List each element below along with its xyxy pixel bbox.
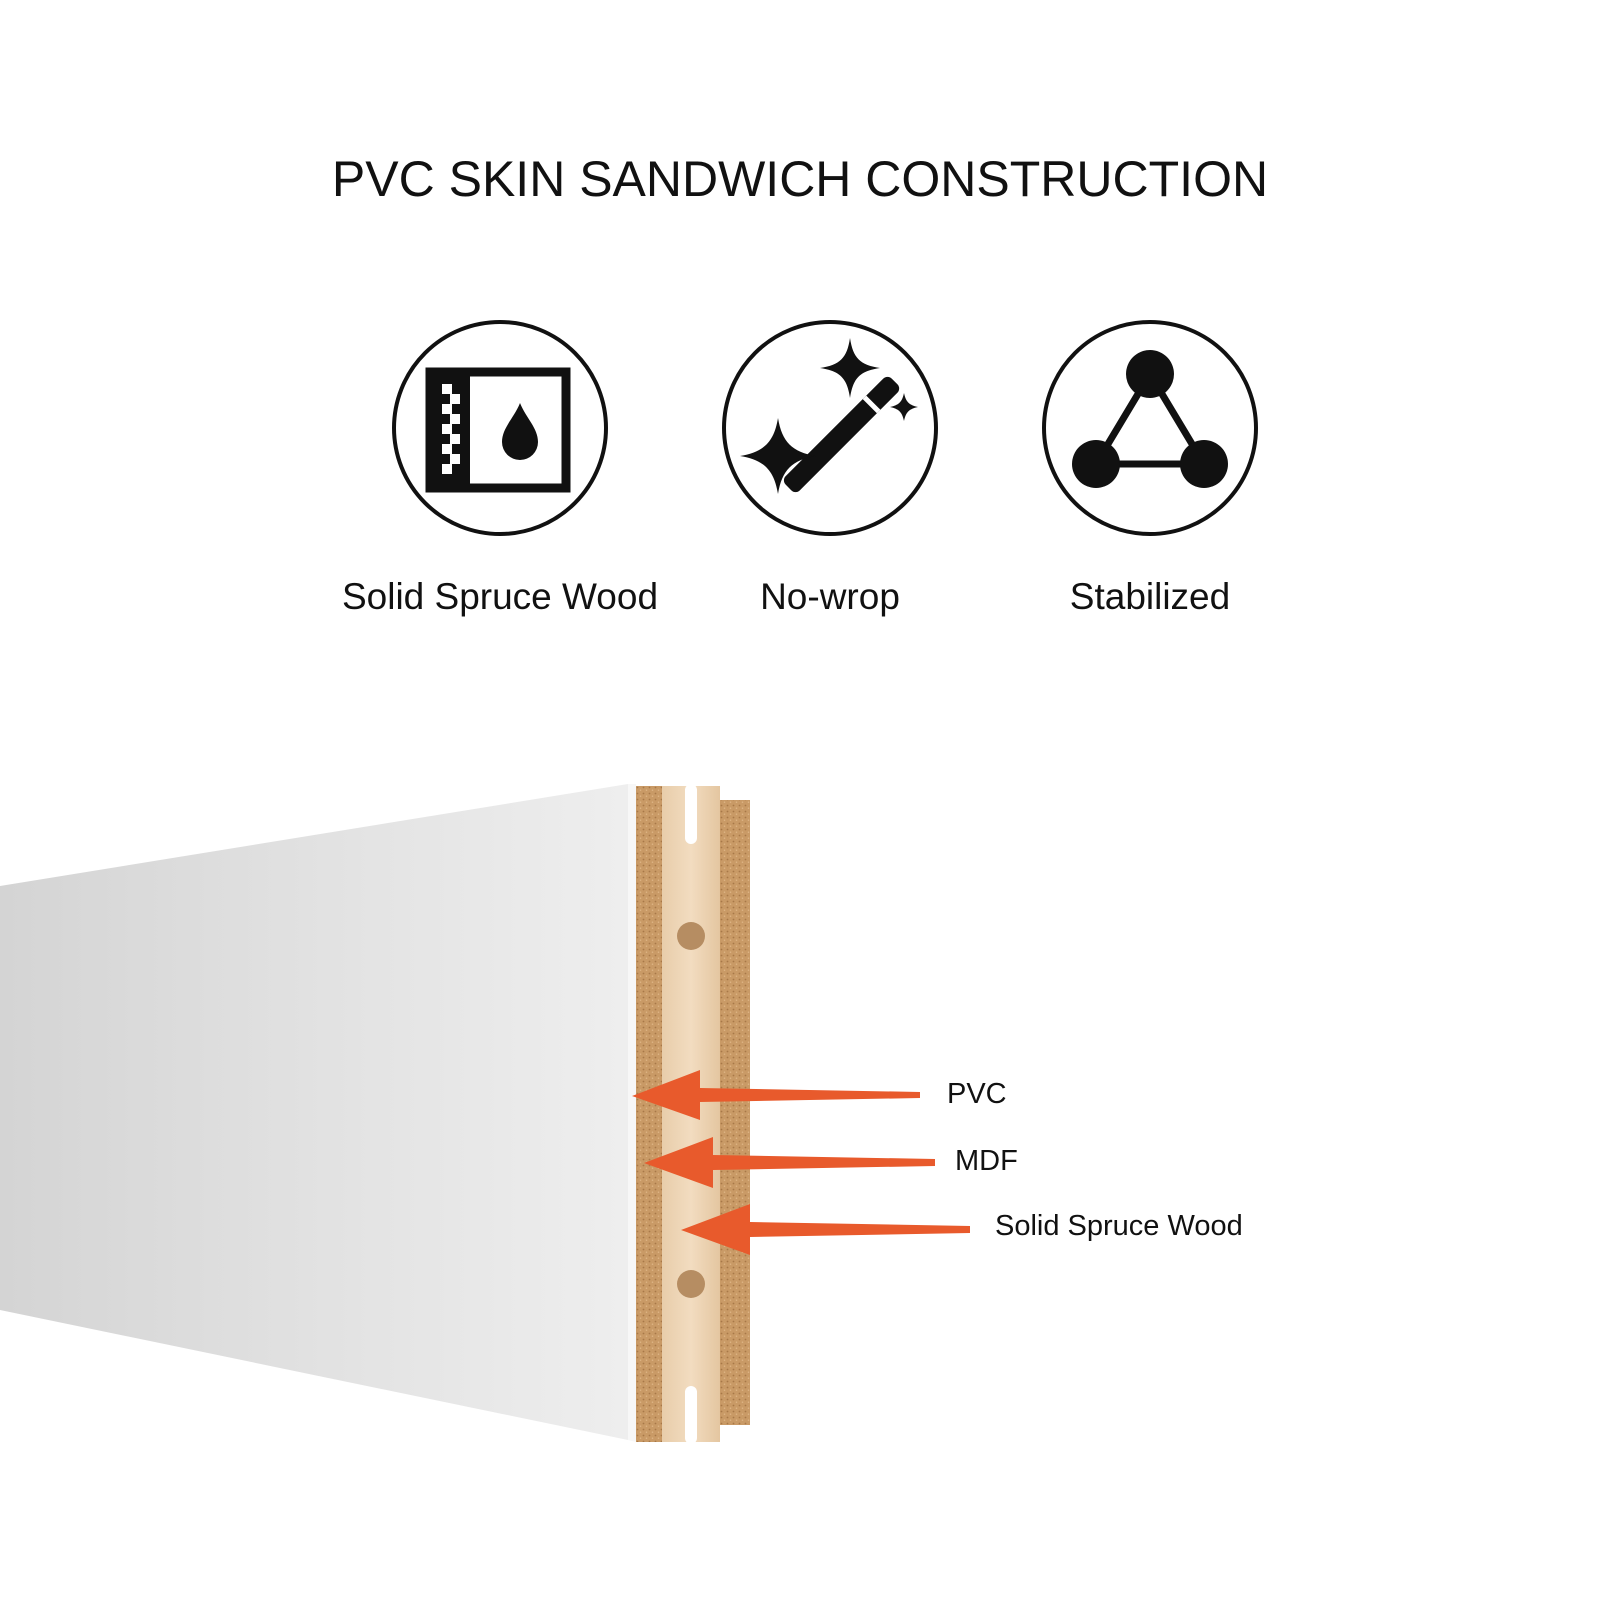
feature-stabilized: Stabilized: [970, 318, 1330, 618]
feature-label: Solid Spruce Wood: [341, 576, 659, 617]
arrow-pvc: [632, 1070, 920, 1120]
magic-wand-sparkle-icon: [722, 320, 938, 536]
arrow-mdf: [644, 1137, 935, 1188]
triangle-nodes-icon: [1042, 320, 1258, 536]
callout-pvc: PVC: [947, 1078, 1007, 1110]
feature-label: No-wrop: [760, 576, 900, 617]
arrow-spruce: [681, 1204, 970, 1255]
feature-label: Stabilized: [1069, 576, 1231, 617]
moisture-resistant-layers-icon: [392, 320, 608, 536]
page-title: PVC SKIN SANDWICH CONSTRUCTION: [331, 151, 1269, 207]
hole: [677, 922, 705, 950]
hole: [677, 1270, 705, 1298]
feature-solid-spruce-wood: Solid Spruce Wood: [320, 318, 680, 618]
pvc-edge: [628, 784, 636, 1442]
pvc-face: [0, 784, 628, 1440]
feature-no-wrop: No-wrop: [650, 318, 1010, 618]
mdf-layer-left: [636, 786, 662, 1442]
callout-solid-spruce-wood: Solid Spruce Wood: [995, 1210, 1243, 1242]
callout-mdf: MDF: [955, 1145, 1018, 1177]
mdf-layer-right: [720, 800, 750, 1425]
